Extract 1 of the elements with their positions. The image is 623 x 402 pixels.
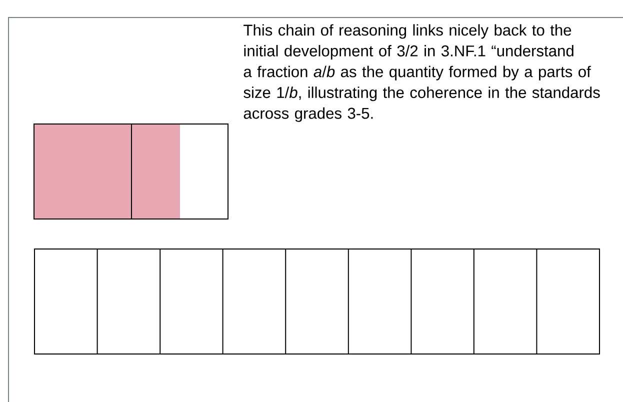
paragraph: This chain of reasoning links nicely back to the initial development of 3/2 in 3.NF.1 “understand a fraction a/b as the quantity formed by a parts of size 1/b, illustrating the coherence in the standards across grades 3-5. (244, 24, 600, 122)
